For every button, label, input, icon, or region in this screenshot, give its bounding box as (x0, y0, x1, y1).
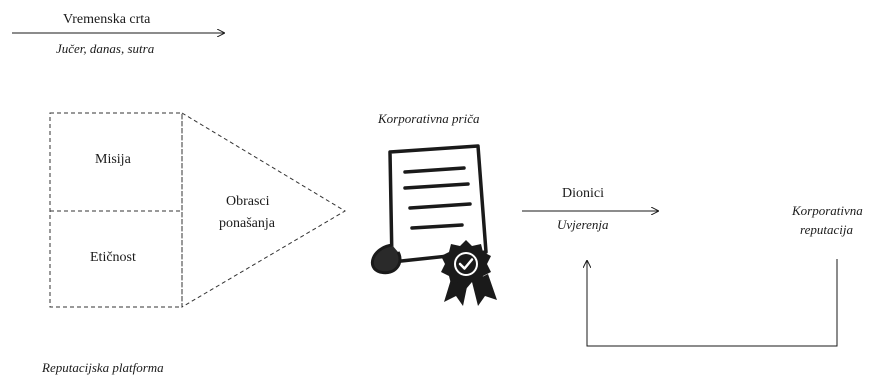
beliefs-label: Uvjerenja (557, 217, 609, 232)
certificate-scroll-icon (370, 144, 497, 306)
ethics-label: Etičnost (90, 250, 136, 265)
mission-label: Misija (95, 152, 131, 167)
behavior-label-line2: ponašanja (219, 216, 275, 231)
feedback-loop-arrow (587, 259, 838, 347)
reputation-label-line1: Korporativna (792, 203, 863, 218)
behavior-triangle (181, 112, 346, 308)
platform-caption: Reputacijska platforma (42, 360, 164, 375)
stakeholders-label: Dionici (562, 186, 604, 201)
story-title: Korporativna priča (378, 111, 480, 126)
behavior-label-line1: Obrasci (226, 194, 270, 209)
platform-box (49, 112, 183, 308)
timeline-label: Vremenska crta (63, 12, 151, 27)
reputation-label-line2: reputacija (800, 222, 853, 237)
timeline-sublabel: Jučer, danas, sutra (56, 41, 155, 56)
